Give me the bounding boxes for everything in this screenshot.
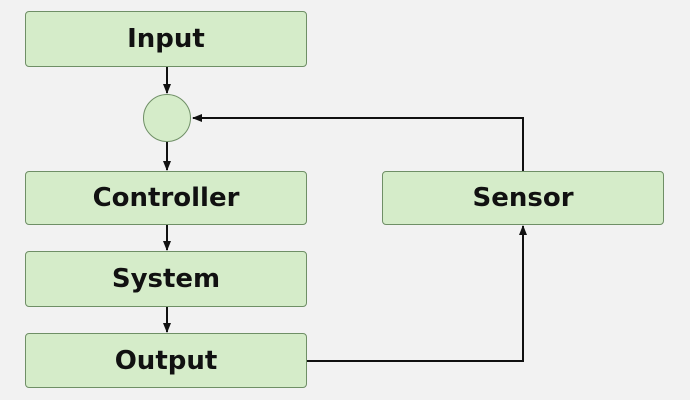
edge-output-to-sensor [307, 225, 527, 362]
input-node-label: Input [127, 24, 205, 54]
sensor-node: Sensor [382, 171, 664, 225]
system-node-label: System [111, 264, 221, 294]
summing-junction [143, 94, 191, 142]
controller-node-label: Controller [92, 183, 240, 213]
controller-node: Controller [25, 171, 307, 225]
output-node-label: Output [114, 345, 218, 376]
sensor-node-label: Sensor [472, 183, 574, 213]
input-node: Input [25, 11, 307, 67]
system-node: System [25, 251, 307, 307]
edge-sensor-to-junction [192, 114, 524, 171]
output-node: Output [25, 333, 307, 388]
